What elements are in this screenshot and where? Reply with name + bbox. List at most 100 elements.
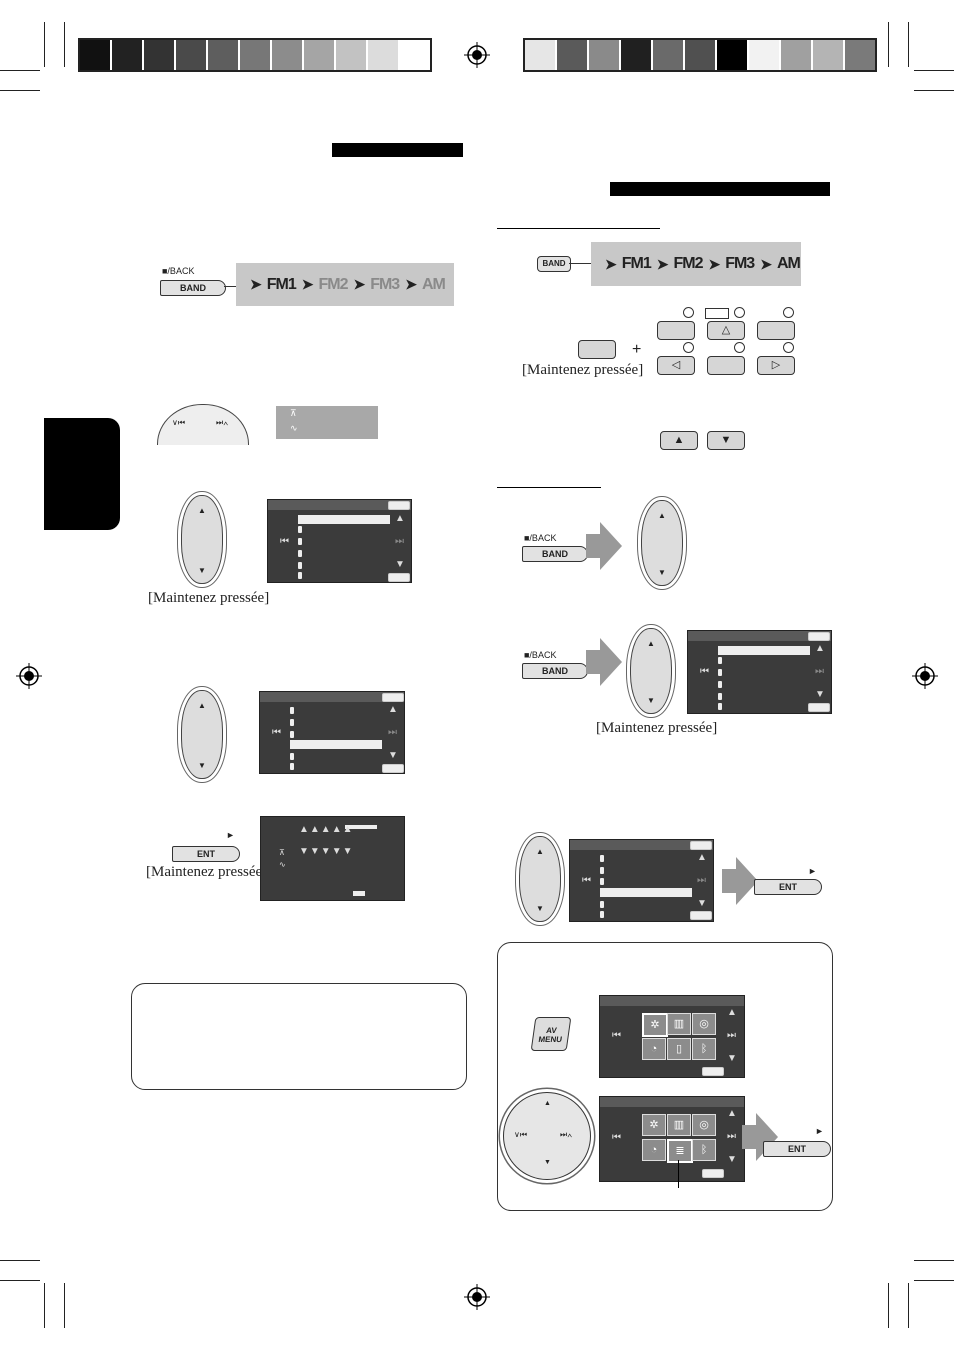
selected-row: [290, 740, 382, 749]
settings-icon[interactable]: ✲: [642, 1013, 668, 1037]
effect-icon[interactable]: ◔: [642, 1139, 666, 1161]
disc-icon[interactable]: ◎: [692, 1013, 716, 1035]
color-swatch: [400, 40, 430, 70]
up-icon[interactable]: ▲: [388, 704, 398, 715]
equalizer-icon[interactable]: ▥: [667, 1013, 691, 1035]
next-icon[interactable]: ⏭: [727, 1131, 736, 1142]
registration-mark-icon: [16, 663, 42, 689]
up-icon[interactable]: ▲: [395, 513, 405, 524]
band-fm1: FM1: [266, 275, 297, 293]
av-menu-label: AV MENU: [537, 1026, 563, 1044]
color-swatch: [653, 40, 685, 70]
ent-button[interactable]: ENT: [754, 879, 822, 895]
knob-down-icon: ▼: [198, 761, 206, 770]
down-icon[interactable]: ▼: [815, 689, 825, 700]
color-swatch: [749, 40, 781, 70]
mode-button[interactable]: [578, 340, 616, 359]
underline: [497, 487, 601, 488]
step-arrow-icon: [586, 522, 622, 570]
flashing-indicator: ▲▲▲▲▲: [299, 824, 354, 835]
band-fm3: FM3: [370, 275, 400, 293]
next-icon[interactable]: ⏭: [727, 1030, 736, 1041]
up-icon[interactable]: ▲: [815, 643, 825, 654]
av-menu-button[interactable]: AV MENU: [530, 1017, 572, 1051]
play-icon: ►: [808, 866, 817, 876]
list-icon[interactable]: ≣: [667, 1139, 693, 1163]
disc-icon[interactable]: ◎: [692, 1114, 716, 1136]
display-icon[interactable]: ▯: [667, 1038, 691, 1060]
down-icon[interactable]: ▼: [697, 898, 707, 909]
down-icon[interactable]: ▼: [395, 559, 405, 570]
settings-icon[interactable]: ✲: [642, 1114, 666, 1136]
next-icon: ⏭: [697, 875, 706, 886]
arrow-right-icon: ➤: [605, 255, 617, 272]
registration-mark-icon: [464, 42, 490, 68]
up-icon[interactable]: ▲: [697, 852, 707, 863]
up-button[interactable]: ▲: [660, 431, 698, 450]
dial-up-icon: ▲: [544, 1100, 551, 1107]
band-button[interactable]: BAND: [522, 663, 588, 679]
volume-knob[interactable]: ▲ ▼: [181, 690, 223, 779]
arrow-right-icon: ➤: [760, 255, 772, 272]
callout-line: [678, 1160, 679, 1188]
volume-knob[interactable]: ▲ ▼: [519, 836, 561, 922]
control-dial[interactable]: ▲ ∨⏮ ⏭∧ ▼: [503, 1092, 591, 1180]
preset-list-screen: ⏮ ▲ ⏭ ▼: [259, 691, 405, 774]
language-tab: [44, 418, 120, 530]
preset-button-1[interactable]: [657, 321, 695, 340]
color-swatch: [685, 40, 717, 70]
effect-icon[interactable]: ◔: [642, 1038, 666, 1060]
down-icon[interactable]: ▼: [727, 1053, 737, 1064]
bluetooth-icon[interactable]: ᛒ: [692, 1139, 716, 1161]
volume-knob[interactable]: ▲ ▼: [630, 628, 672, 714]
band-button[interactable]: BAND: [160, 280, 226, 296]
volume-knob[interactable]: ▲ ▼: [181, 495, 223, 584]
prev-icon: ⏮: [612, 1132, 621, 1143]
ent-button[interactable]: ENT: [763, 1141, 831, 1157]
band-button[interactable]: BAND: [522, 546, 588, 562]
preset-button-6[interactable]: ▷: [757, 356, 795, 375]
knob-down-icon: ▼: [647, 696, 655, 705]
arrow-right-icon: ➤: [405, 276, 417, 292]
color-swatch: [144, 40, 176, 70]
plus-sign: +: [632, 341, 642, 358]
dial-down-icon: ▼: [544, 1159, 551, 1166]
knob-down-icon: ▼: [198, 566, 206, 575]
prev-icon: ⏮: [700, 666, 709, 677]
step-arrow-icon: [722, 857, 758, 905]
band-connector: [569, 263, 591, 264]
volume-knob[interactable]: ▲ ▼: [641, 500, 683, 586]
band-button[interactable]: BAND: [537, 256, 571, 272]
color-swatch: [557, 40, 589, 70]
crop-mark: [44, 22, 45, 67]
registration-mark-icon: [464, 1284, 490, 1310]
preset-list-screen: ⏮ ▲ ⏭ ▼: [687, 630, 832, 714]
color-swatch: [525, 40, 557, 70]
menu-screen: ⏮ ✲ ▥ ◎ ◔ ≣ ᛒ ▲ ⏭ ▼: [599, 1096, 745, 1182]
up-icon[interactable]: ▲: [727, 1108, 737, 1119]
seek-dial[interactable]: ∨⏮ ⏭∧: [157, 404, 249, 445]
memory-screen: ▲▲▲▲▲ ▼▼▼▼▼ ⊼ ∿: [260, 816, 405, 901]
bluetooth-icon[interactable]: ᛒ: [692, 1038, 716, 1060]
color-swatch: [368, 40, 400, 70]
stereo-icon: ⊼: [279, 848, 285, 857]
crop-mark: [44, 1283, 45, 1328]
down-icon[interactable]: ▼: [727, 1154, 737, 1165]
equalizer-icon[interactable]: ▥: [667, 1114, 691, 1136]
next-icon: ⏭: [388, 727, 397, 738]
signal-icon: ∿: [279, 860, 286, 869]
preset-button-5[interactable]: [707, 356, 745, 375]
crop-mark: [914, 1260, 954, 1261]
down-icon[interactable]: ▼: [388, 750, 398, 761]
preset-button-2[interactable]: △: [707, 321, 745, 340]
preset-button-3[interactable]: [757, 321, 795, 340]
next-icon: ⏭: [395, 536, 404, 547]
prev-icon: ⏮: [272, 727, 281, 738]
ent-button[interactable]: ENT: [172, 846, 240, 862]
down-button[interactable]: ▼: [707, 431, 745, 450]
preset-button-4[interactable]: ◁: [657, 356, 695, 375]
knob-up-icon: ▲: [198, 506, 206, 515]
stereo-icon: ⊼: [290, 408, 297, 418]
up-icon[interactable]: ▲: [727, 1007, 737, 1018]
arrow-right-icon: ➤: [353, 276, 365, 292]
